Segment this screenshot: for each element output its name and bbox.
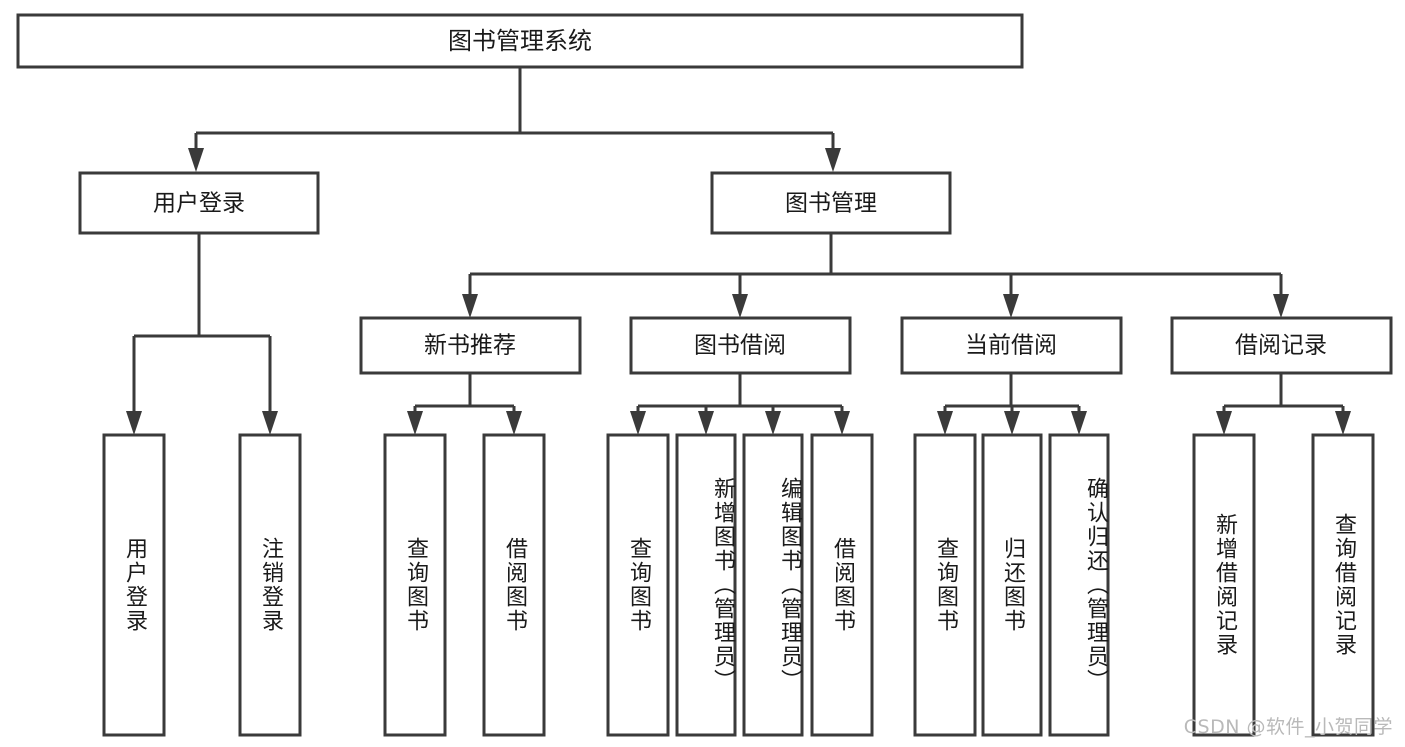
leaf-boxes (102, 433, 1375, 737)
arrow-head-icon (1335, 411, 1351, 435)
connector-book-borrow-to-leaves (630, 373, 850, 435)
leaf-box-4[interactable] (606, 433, 670, 737)
leaf-box-9[interactable] (981, 433, 1043, 737)
connector-user-login-to-leaves (126, 233, 278, 435)
node-book-borrow[interactable]: 图书借阅 (629, 316, 852, 375)
arrow-head-icon (732, 294, 748, 318)
connector-current-borrow-to-leaves (937, 373, 1087, 435)
node-new-book-recommend-label: 新书推荐 (424, 333, 516, 359)
csdn-watermark: CSDN @软件_小贺同学 (1183, 716, 1393, 738)
node-new-book-recommend-box[interactable] (359, 316, 582, 375)
leaf-box-2[interactable] (383, 433, 447, 737)
arrow-head-icon (407, 411, 423, 435)
arrow-head-icon (188, 148, 204, 172)
node-user-login-box[interactable] (78, 171, 320, 235)
node-root[interactable]: 图书管理系统 (16, 13, 1024, 69)
arrow-head-icon (834, 411, 850, 435)
node-root-label: 图书管理系统 (448, 27, 592, 55)
node-current-borrow-box[interactable] (900, 316, 1123, 375)
leaf-box-10[interactable] (1048, 433, 1110, 737)
leaf-box-11[interactable] (1192, 433, 1256, 737)
arrow-head-icon (698, 411, 714, 435)
arrow-head-icon (462, 294, 478, 318)
leaf-box-12[interactable] (1311, 433, 1375, 737)
leaf-box-0[interactable] (102, 433, 166, 737)
arrow-head-icon (1071, 411, 1087, 435)
node-borrow-record[interactable]: 借阅记录 (1170, 316, 1393, 375)
leaf-box-5[interactable] (675, 433, 737, 737)
node-user-login-label: 用户登录 (153, 191, 245, 217)
node-book-management[interactable]: 图书管理 (710, 171, 952, 235)
connector-book-management-to-level2 (462, 233, 1289, 318)
leaf-box-1[interactable] (238, 433, 302, 737)
arrow-head-icon (825, 148, 841, 172)
node-root-box[interactable] (16, 13, 1024, 69)
node-borrow-record-label: 借阅记录 (1235, 333, 1327, 359)
connector-new-book-recommend-to-leaves (407, 373, 522, 435)
node-current-borrow[interactable]: 当前借阅 (900, 316, 1123, 375)
leaf-box-6[interactable] (742, 433, 804, 737)
arrow-head-icon (630, 411, 646, 435)
arrow-head-icon (1273, 294, 1289, 318)
leaf-box-3[interactable] (482, 433, 546, 737)
node-current-borrow-label: 当前借阅 (965, 333, 1057, 359)
node-book-borrow-label: 图书借阅 (694, 333, 786, 359)
arrow-head-icon (1003, 294, 1019, 318)
arrow-head-icon (1004, 411, 1020, 435)
node-new-book-recommend[interactable]: 新书推荐 (359, 316, 582, 375)
arrow-head-icon (765, 411, 781, 435)
arrow-head-icon (1216, 411, 1232, 435)
leaf-box-8[interactable] (913, 433, 977, 737)
node-user-login[interactable]: 用户登录 (78, 171, 320, 235)
arrow-head-icon (126, 411, 142, 435)
leaf-box-7[interactable] (810, 433, 874, 737)
arrow-head-icon (937, 411, 953, 435)
arrow-head-icon (262, 411, 278, 435)
connector-borrow-record-to-leaves (1216, 373, 1351, 435)
node-book-management-label: 图书管理 (785, 191, 877, 217)
arrow-head-icon (506, 411, 522, 435)
connector-root-to-level1 (188, 67, 841, 172)
